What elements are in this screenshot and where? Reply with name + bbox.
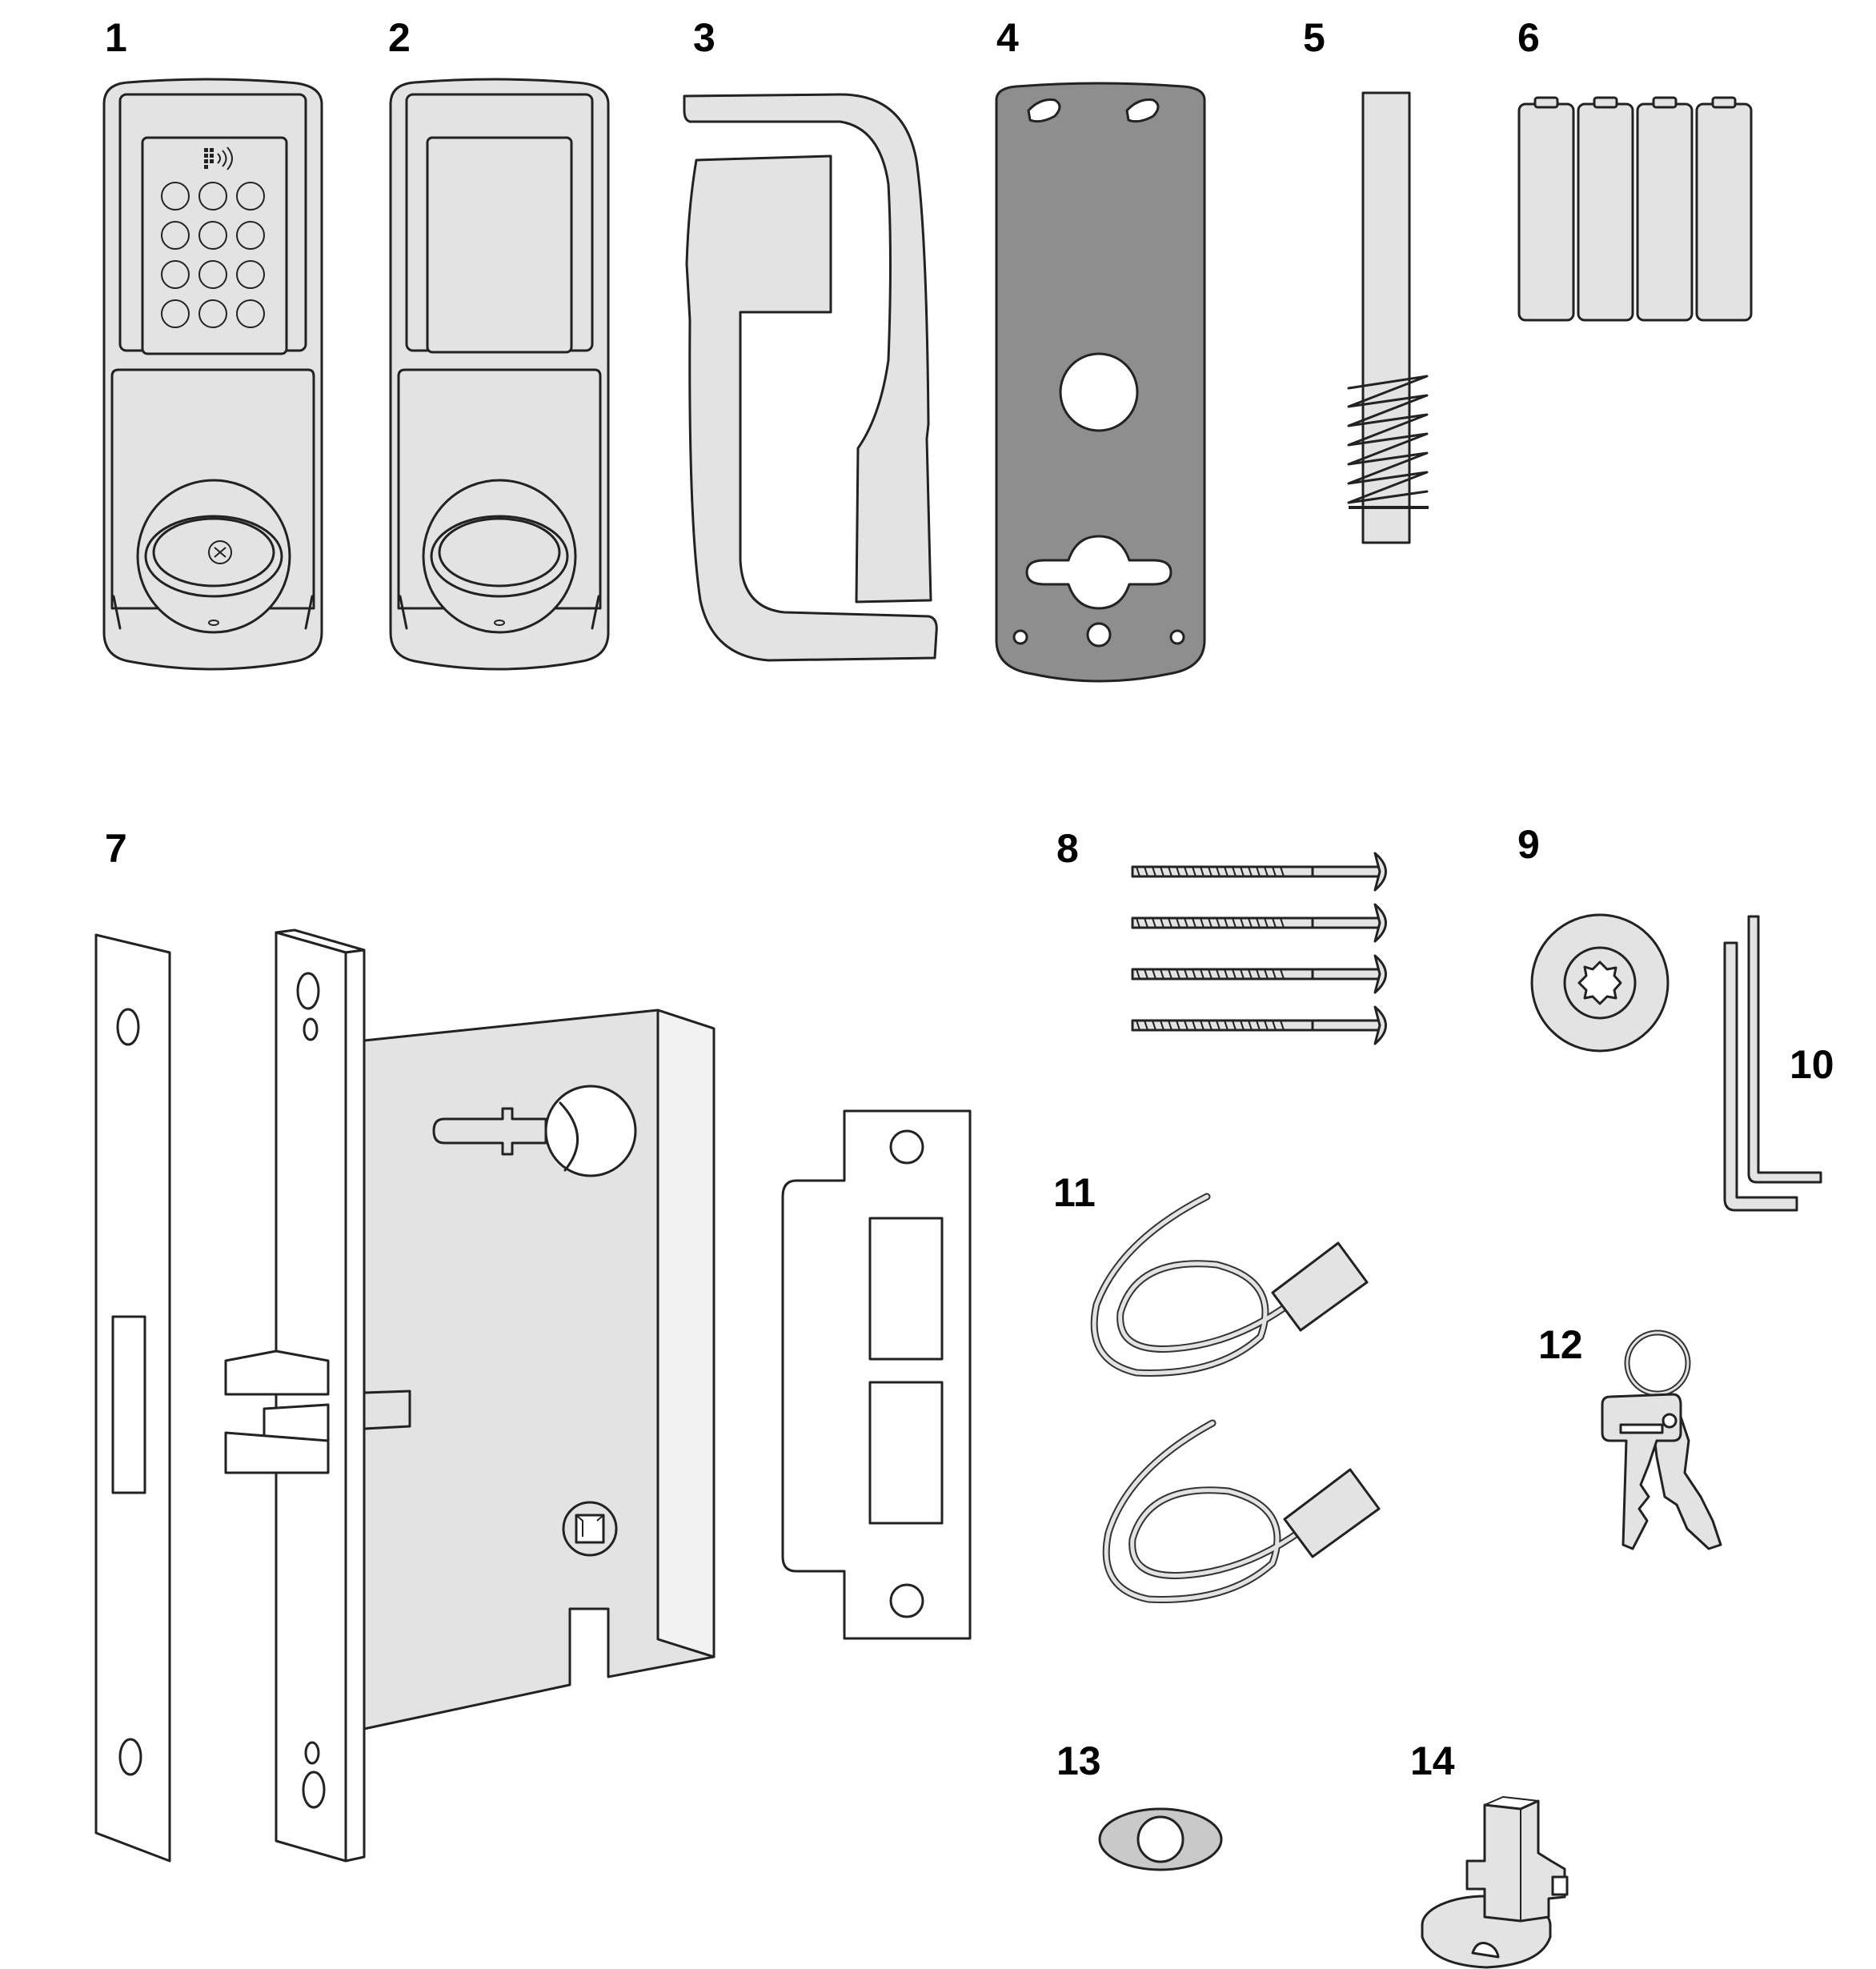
part-number-13: 13 xyxy=(1056,1738,1101,1783)
part-number-7: 7 xyxy=(105,826,127,871)
part-number-2: 2 xyxy=(388,15,411,60)
part-number-14: 14 xyxy=(1410,1738,1455,1783)
part-number-10: 10 xyxy=(1790,1042,1834,1087)
interior-escutcheon-icon xyxy=(389,78,610,671)
part-number-4: 4 xyxy=(996,15,1019,60)
thumbturn-adapter-icon xyxy=(1421,1795,1569,1969)
part-number-6: 6 xyxy=(1517,15,1540,60)
part-number-9: 9 xyxy=(1517,822,1540,867)
rosette-washer-icon xyxy=(1530,913,1670,1053)
hex-keys-icon xyxy=(1723,915,1822,1212)
mounting-plate-icon xyxy=(995,82,1206,683)
part-number-3: 3 xyxy=(693,15,716,60)
mortise-lock-body-icon xyxy=(94,928,972,1863)
part-number-1: 1 xyxy=(105,15,127,60)
part-number-5: 5 xyxy=(1303,15,1325,60)
part-number-11: 11 xyxy=(1053,1170,1096,1215)
keypad-exterior-escutcheon-icon xyxy=(102,78,323,671)
spindle-spring-icon xyxy=(1347,91,1429,544)
lever-handle-icon xyxy=(683,93,938,662)
part-number-8: 8 xyxy=(1056,826,1079,871)
cylinder-collar-icon xyxy=(1098,1807,1223,1871)
machine-screws-icon xyxy=(1131,852,1387,1045)
cable-connectors-icon xyxy=(1090,1193,1381,1603)
keys-icon xyxy=(1601,1329,1722,1550)
part-number-12: 12 xyxy=(1538,1322,1583,1367)
batteries-icon xyxy=(1517,96,1753,322)
